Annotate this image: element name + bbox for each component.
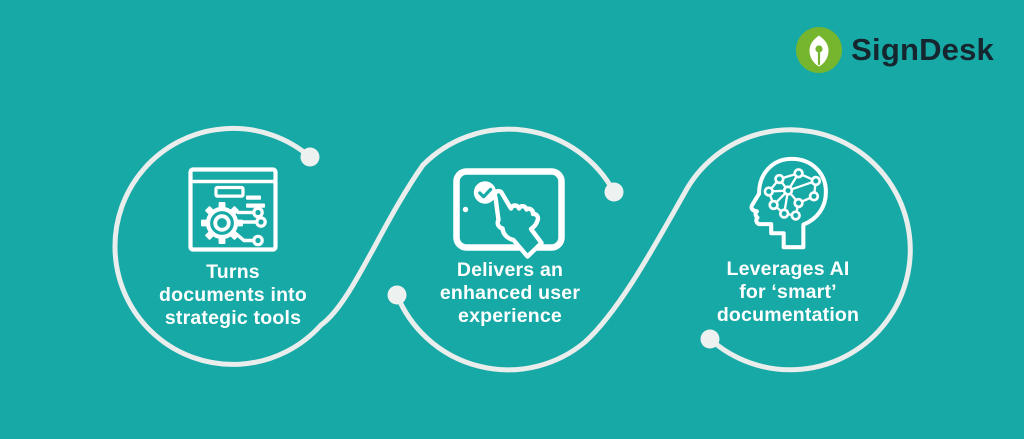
check-badge xyxy=(473,181,497,204)
flow-dot xyxy=(700,329,720,349)
content-pill xyxy=(214,185,245,198)
caption-line: documentation xyxy=(716,304,860,326)
document-gear-icon xyxy=(188,167,278,252)
caption-line: enhanced user xyxy=(439,282,581,304)
browser-window xyxy=(188,167,278,252)
caption-line: documents into xyxy=(159,284,307,306)
head-profile xyxy=(749,156,828,250)
tablet-touch-check-icon xyxy=(453,168,565,259)
caption-line: Turns xyxy=(206,261,260,283)
caption-line: strategic tools xyxy=(164,307,302,329)
brand-name: SignDesk xyxy=(851,32,994,67)
tablet-body xyxy=(453,168,565,251)
pointing-hand xyxy=(492,188,544,259)
content-dash xyxy=(246,195,261,200)
content-dash xyxy=(246,203,265,208)
feature-documents: Turns documents into strategic tools xyxy=(123,167,343,330)
caption-line: Delivers an xyxy=(456,259,564,281)
feature-ai-documentation: Leverages AI for ‘smart’ documentation xyxy=(678,151,898,327)
flow-dot xyxy=(604,182,624,202)
circuit-nodes xyxy=(232,206,267,247)
caption-line: Leverages AI xyxy=(726,258,850,280)
brand-logo: SignDesk xyxy=(796,27,994,73)
caption-line: experience xyxy=(458,305,562,327)
flow-dot xyxy=(387,285,407,305)
flow-ribbon-segment-1 xyxy=(112,125,617,367)
pen-nib-icon xyxy=(796,27,843,73)
feature-user-experience: Delivers an enhanced user experience xyxy=(400,163,620,328)
gear xyxy=(201,202,243,244)
neural-network xyxy=(763,168,822,221)
feature-caption: Turns documents into strategic tools xyxy=(123,261,343,330)
flow-ribbon-segment-2 xyxy=(394,127,913,373)
tablet-home-button xyxy=(462,206,469,213)
flow-dot xyxy=(300,147,320,167)
feature-caption: Leverages AI for ‘smart’ documentation xyxy=(678,258,898,327)
pen-nib-hole xyxy=(815,45,823,53)
caption-line: for ‘smart’ xyxy=(739,281,837,303)
head-ai-network-icon xyxy=(749,156,828,250)
feature-caption: Delivers an enhanced user experience xyxy=(400,259,620,328)
